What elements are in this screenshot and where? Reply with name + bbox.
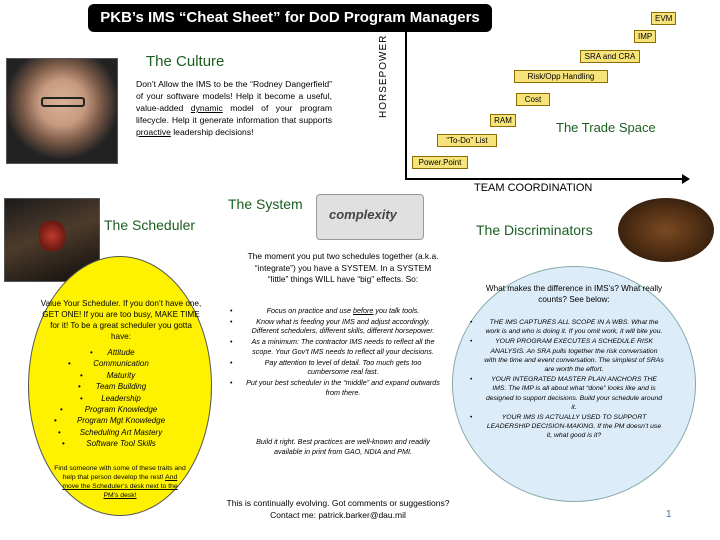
- bar-cost: Cost: [516, 93, 550, 106]
- list-item: •YOUR INTEGRATED MASTER PLAN ANCHORS THE…: [470, 376, 663, 411]
- x-axis-arrow: [682, 174, 690, 184]
- list-item: Attitude: [40, 347, 202, 359]
- scheduler-heading: The Scheduler: [104, 217, 196, 233]
- chewbacca-photo: [618, 198, 714, 262]
- list-item: •Focus on practice and use before you ta…: [230, 306, 420, 315]
- list-item: Maturity: [40, 370, 202, 382]
- scheduler-traits-list: Attitude Communication Maturity Team Bui…: [40, 347, 202, 450]
- system-build-note: Build it right. Best practices are well-…: [256, 437, 430, 456]
- list-item: •Know what is feeding your IMS and adjus…: [230, 316, 435, 336]
- system-heading: The System: [228, 196, 303, 212]
- list-item: •Put your best scheduler in the “middle”…: [230, 377, 440, 397]
- discriminators-heading: The Discriminators: [476, 222, 593, 238]
- discriminators-oval: [452, 266, 696, 502]
- list-item: •YOUR PROGRAM EXECUTES A SCHEDULE RISK A…: [470, 338, 664, 374]
- list-item: Communication: [40, 358, 202, 370]
- list-item: Software Tool Skills: [40, 438, 202, 450]
- ironman-photo: [4, 198, 100, 282]
- horsepower-axis-label: HORSEPOWER: [378, 34, 389, 118]
- trade-space-y-axis: [405, 12, 407, 180]
- list-item: Program Mgt Knowledge: [40, 415, 202, 427]
- bar-sra-cra: SRA and CRA: [580, 50, 640, 63]
- list-item: •YOUR IMS IS ACTUALLY USED TO SUPPORT LE…: [470, 414, 662, 440]
- trade-space-x-axis: [405, 178, 685, 180]
- page-title: PKB’s IMS “Cheat Sheet” for DoD Program …: [88, 4, 492, 32]
- bar-imp: IMP: [634, 30, 657, 43]
- complexity-word: complexity: [329, 207, 397, 222]
- discriminators-list: •THE IMS CAPTURES ALL SCOPE IN A WBS. Wh…: [470, 318, 664, 442]
- list-item: •THE IMS CAPTURES ALL SCOPE IN A WBS. Wh…: [470, 319, 663, 336]
- system-practices-list: •Focus on practice and use before you ta…: [230, 306, 440, 398]
- team-coordination-axis-label: TEAM COORDINATION: [474, 182, 593, 194]
- culture-text: Don’t Allow the IMS to be the “Rodney Da…: [136, 79, 333, 137]
- list-item: •As a minimum: The contractor IMS needs …: [230, 337, 435, 356]
- bar-todo: “To-Do” List: [437, 134, 497, 147]
- page-number: 1: [666, 509, 672, 520]
- list-item: Scheduling Art Mastery: [40, 427, 202, 439]
- list-item: Leadership: [40, 393, 202, 405]
- culture-heading: The Culture: [146, 53, 225, 70]
- list-item: Team Building: [40, 381, 202, 393]
- list-item: Program Knowledge: [40, 404, 202, 416]
- system-intro: The moment you put two schedules togethe…: [247, 251, 439, 284]
- discriminators-intro: What makes the difference in IMS’s? What…: [485, 284, 663, 304]
- list-item: •Pay attention to level of detail. Too m…: [230, 357, 422, 377]
- trade-space-heading: The Trade Space: [556, 120, 656, 135]
- bar-ram: RAM: [490, 114, 516, 127]
- bar-evm: EVM: [651, 12, 677, 25]
- scheduler-intro: Value Your Scheduler. If you don’t have …: [40, 299, 202, 341]
- bar-powerpoint: Power.Point: [412, 156, 468, 169]
- comedian-photo: [6, 58, 118, 164]
- scheduler-outro: Find someone with some of these traits a…: [54, 465, 186, 499]
- contact-note: This is continually evolving. Got commen…: [226, 498, 450, 520]
- complexity-image: complexity: [316, 194, 424, 240]
- bar-risk-opp: Risk/Opp Handling: [514, 70, 608, 83]
